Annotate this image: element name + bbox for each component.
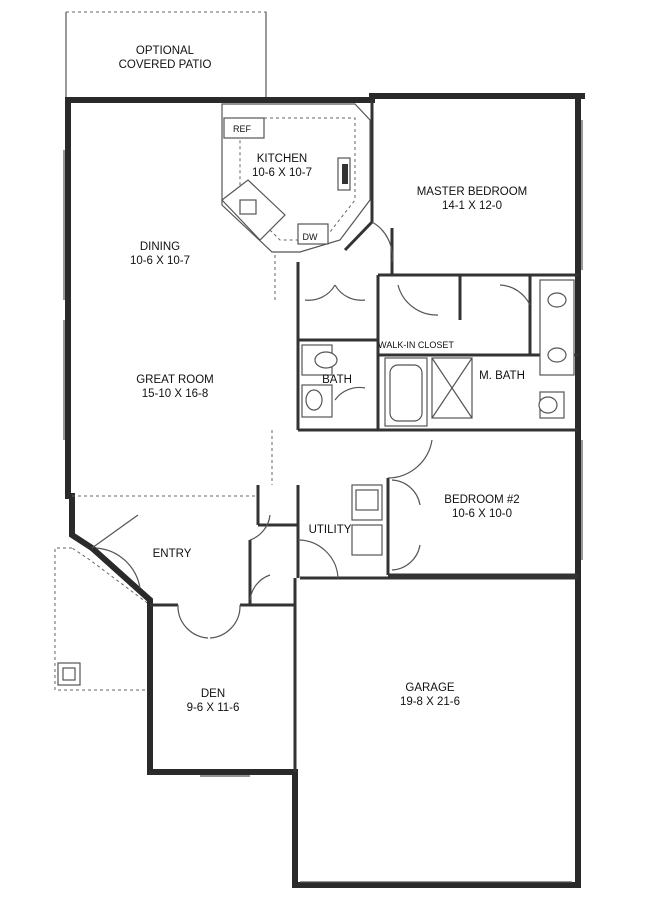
great-room-dims: 15-10 X 16-8 [142,388,209,400]
kitchen-name: KITCHEN [257,153,307,165]
windows [63,120,583,777]
master-bedroom-name: MASTER BEDROOM [417,186,528,198]
ref-label: REF [233,124,252,134]
den-dims: 9-6 X 11-6 [187,702,240,714]
garage-dims: 19-8 X 21-6 [400,696,460,708]
dining-dims: 10-6 X 10-7 [130,255,190,267]
walk-in-closet-label: WALK-IN CLOSET [378,340,454,350]
patio-label-2: COVERED PATIO [119,59,212,71]
dw-label: DW [303,232,318,242]
master-bedroom-dims: 14-1 X 12-0 [442,200,502,212]
kitchen-counters [221,103,371,253]
patio-label-1: OPTIONAL [136,45,195,57]
interior-walls [72,100,578,772]
den-name: DEN [201,688,225,700]
entry-porch [54,547,151,691]
room-labels: OPTIONAL COVERED PATIO REF KITCHEN 10-6 … [119,45,528,714]
covered-patio [65,11,267,101]
master-bath-label: M. BATH [479,370,525,382]
bath-label: BATH [322,374,352,386]
utility-fixtures [351,484,383,556]
doors [91,221,531,639]
bedroom2-dims: 10-6 X 10-0 [452,508,512,520]
dining-name: DINING [140,241,180,253]
utility-label: UTILITY [309,524,352,536]
kitchen-dims: 10-6 X 10-7 [252,167,312,179]
garage-name: GARAGE [405,682,455,694]
entry-label: ENTRY [153,548,192,560]
bath-fixtures [301,279,575,427]
exterior-walls [65,93,585,888]
bedroom2-name: BEDROOM #2 [444,494,519,506]
great-room-name: GREAT ROOM [136,374,214,386]
